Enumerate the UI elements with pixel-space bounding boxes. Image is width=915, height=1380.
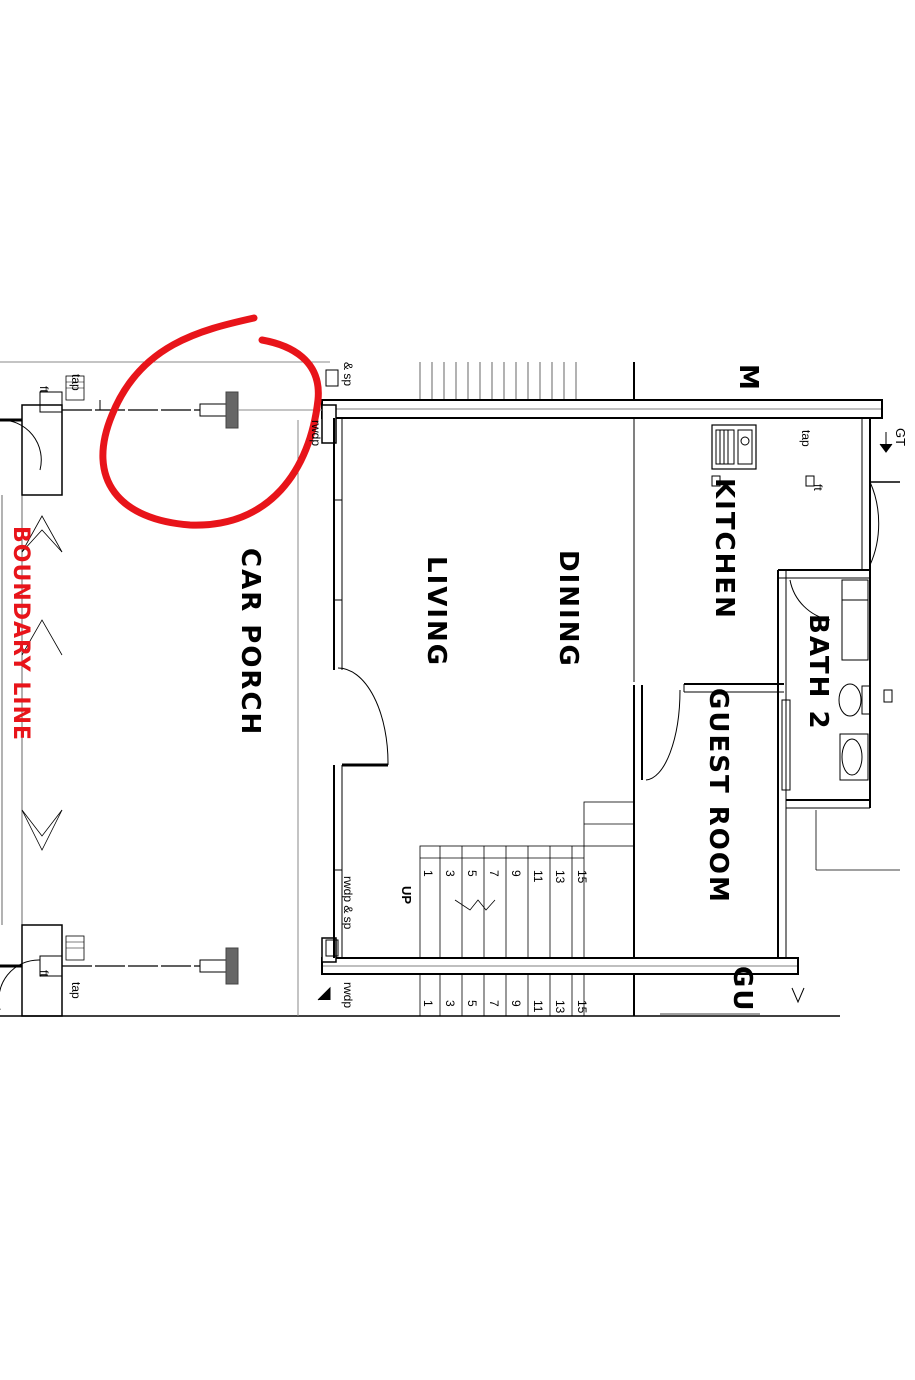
stair-number-9: 9 [509, 870, 523, 877]
stair-number-lower-11: 11 [531, 1000, 545, 1013]
rwdp-sp-bottom: rwdp & sp [341, 876, 355, 930]
label-bath2: BATH 2 [803, 614, 833, 731]
stair-number-lower-13: 13 [553, 1000, 567, 1014]
label-dining: DINING [553, 550, 583, 668]
stair-number-lower-5: 5 [465, 1000, 479, 1007]
gt-label: GT [893, 428, 908, 446]
label-guest-room: GUEST ROOM [703, 688, 733, 904]
stair-number-lower-1: 1 [421, 1000, 435, 1007]
stair-number-3: 3 [443, 870, 457, 877]
red-markup-circle [99, 314, 322, 529]
ft-bottom: ft [37, 970, 51, 977]
sp-top: & sp [341, 362, 355, 386]
rwdp-bottom: rwdp [341, 982, 355, 1008]
stair-number-1: 1 [421, 870, 435, 877]
kitchen-ft-icon [805, 475, 815, 487]
bath-ft-icon [883, 689, 893, 703]
stair-number-5: 5 [465, 870, 479, 877]
tap-bottom: tap [69, 982, 83, 999]
bath-door [781, 579, 831, 791]
label-kitchen: KITCHEN [709, 478, 739, 620]
stair-up-label: UP [399, 886, 414, 904]
stair-number-lower-3: 3 [443, 1000, 457, 1007]
living-door [337, 667, 389, 767]
rwdp-markers [317, 369, 893, 1004]
gate-top [0, 375, 322, 496]
label-guest-partial: GU [727, 966, 757, 1012]
label-car-porch: CAR PORCH [235, 548, 265, 736]
rwdp-top: rwdp [309, 420, 323, 446]
upper-stair-hatch [419, 362, 577, 400]
boundary-line-label: BOUNDARY LINE [8, 526, 33, 741]
tap-top: tap [69, 374, 83, 391]
ft-kitchen: ft [811, 484, 825, 491]
staircase [419, 801, 635, 959]
toilet-icon [838, 683, 871, 717]
dining-kitchen-divide [633, 362, 681, 958]
stair-number-7: 7 [487, 870, 501, 877]
stair-number-lower-15: 15 [575, 1000, 589, 1014]
stair-number-lower-9: 9 [509, 1000, 523, 1007]
basin-icon [839, 733, 869, 781]
kitchen-door [869, 481, 900, 566]
kitchen-fixture-icon [711, 475, 721, 487]
front-wall [333, 418, 343, 958]
top-wall [321, 399, 883, 444]
label-bedroom-partial: M [733, 364, 763, 392]
gate-bottom [0, 924, 239, 1017]
boundary-wall-pattern [1, 495, 63, 925]
stair-number-lower-7: 7 [487, 1000, 501, 1007]
label-living: LIVING [421, 556, 451, 667]
tap-kitchen: tap [799, 430, 813, 447]
stair-number-11: 11 [531, 870, 545, 883]
stair-number-15: 15 [575, 870, 589, 884]
bottom-wall [321, 937, 799, 975]
kitchen-sink-icon [711, 424, 757, 470]
staircase-lower [419, 974, 760, 1016]
stair-number-13: 13 [553, 870, 567, 884]
ft-top: ft [37, 386, 51, 393]
shower-icon [841, 579, 869, 661]
